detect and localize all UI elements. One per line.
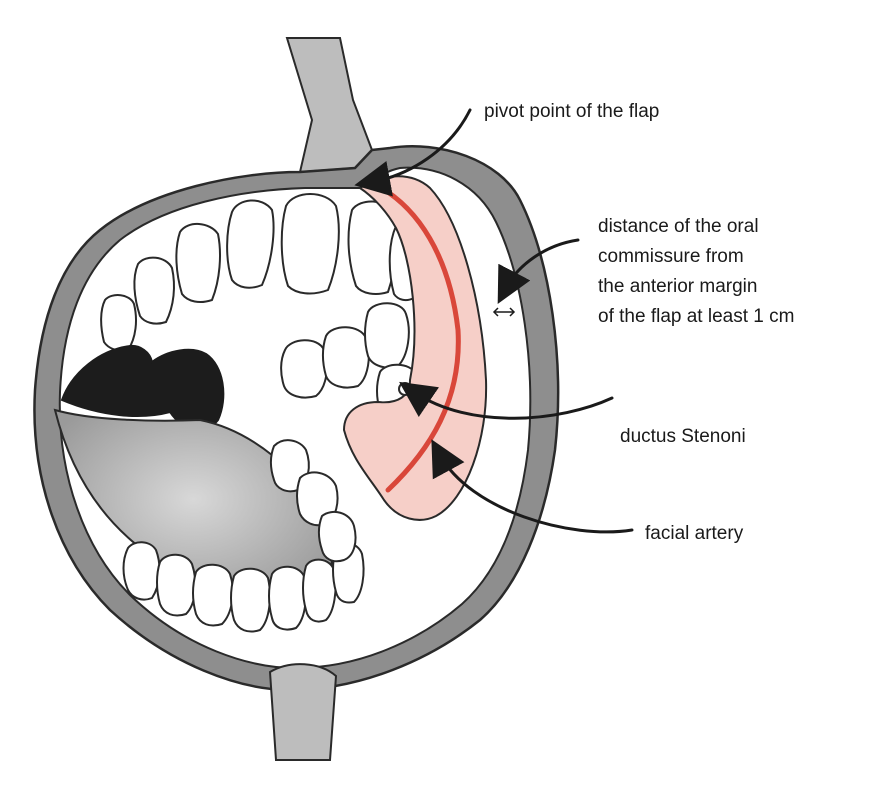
label-distance-line-1: distance of the oral: [598, 216, 759, 237]
label-ductus-stenoni: ductus Stenoni: [620, 426, 746, 447]
artery-arrow: [431, 439, 634, 534]
distance-arrow: [497, 238, 580, 304]
duct-arrow: [399, 381, 614, 420]
label-distance: distance of the oral commissure from the…: [598, 216, 794, 327]
facial-artery-line: [367, 179, 461, 493]
lower-molars: [270, 439, 357, 563]
label-distance-line-4: of the flap at least 1 cm: [598, 306, 794, 327]
upper-retractor: [285, 37, 374, 174]
lower-retractor: [268, 663, 338, 761]
label-facial-artery: facial artery: [645, 523, 744, 544]
throat: [60, 344, 225, 431]
buccal-flap: [342, 175, 488, 521]
annotation-arrows: [354, 108, 634, 534]
label-pivot-point: pivot point of the flap: [484, 101, 659, 122]
pivot-arrow: [354, 108, 472, 197]
label-distance-line-3: the anterior margin: [598, 276, 757, 297]
duct-opening: [398, 382, 412, 396]
distance-marker: [492, 307, 516, 317]
label-distance-line-2: commissure from: [598, 246, 744, 267]
